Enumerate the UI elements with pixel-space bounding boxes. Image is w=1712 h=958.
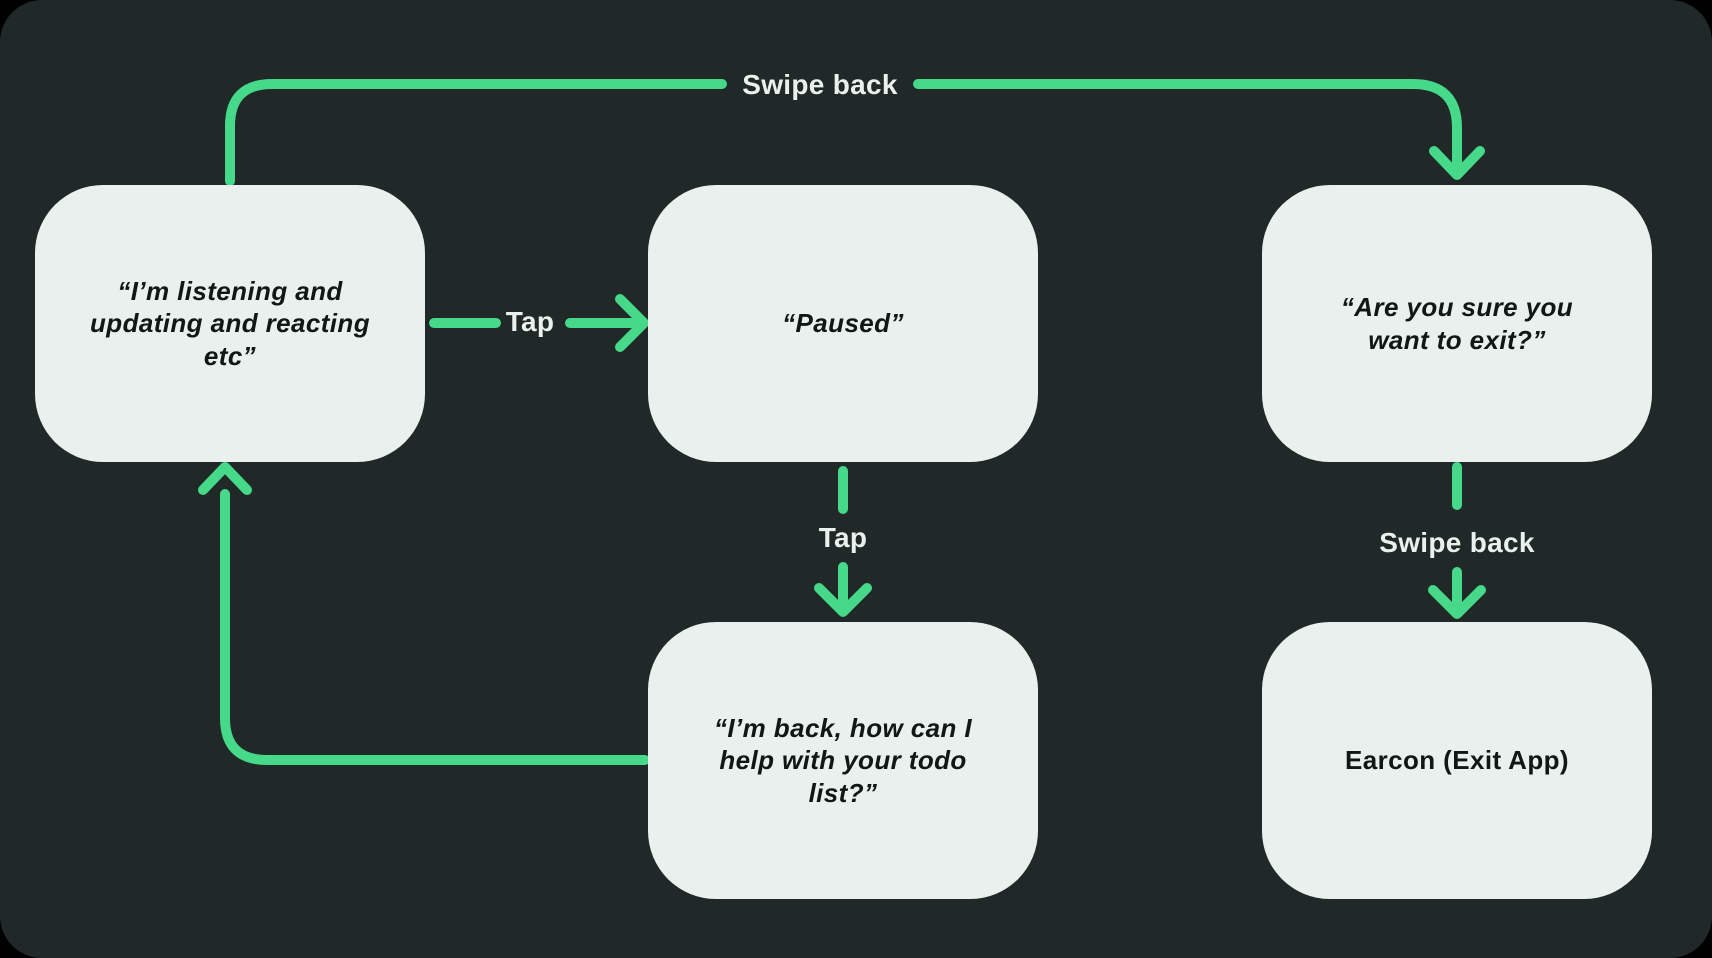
node-paused-label: “Paused” [782,308,904,339]
node-earcon-exit: Earcon (Exit App) [1262,622,1652,899]
arrowhead-down-into-earcon-exit [1428,585,1486,619]
node-exit-confirm-label: “Are you sure you want to exit?” [1340,292,1574,355]
node-paused: “Paused” [648,185,1038,462]
arrowhead-up-into-listening [198,462,252,495]
arrowhead-down-into-back-help [814,583,872,617]
arrowhead-right-into-paused [615,294,649,352]
node-earcon-exit-label: Earcon (Exit App) [1345,745,1569,776]
node-listening-label: “I’m listening and updating and reacting… [90,276,370,371]
edge-swipe-back-top-right-segment [913,79,1462,171]
arrowhead-down-into-exit-confirm [1429,146,1485,180]
node-listening: “I’m listening and updating and reacting… [35,185,425,462]
edge-label-tap-right: Tap [505,306,555,337]
edge-label-swipe-back-down: Swipe back [1379,527,1535,558]
edge-label-swipe-back-top: Swipe back [742,69,898,100]
node-back-help: “I’m back, how can I help with your todo… [648,622,1038,899]
node-back-help-label: “I’m back, how can I help with your todo… [714,713,972,808]
edge-label-tap-down: Tap [818,522,868,553]
node-exit-confirm: “Are you sure you want to exit?” [1262,185,1652,462]
edge-swipe-back-top-left-segment [225,79,727,186]
edge-loop-back [220,489,650,765]
